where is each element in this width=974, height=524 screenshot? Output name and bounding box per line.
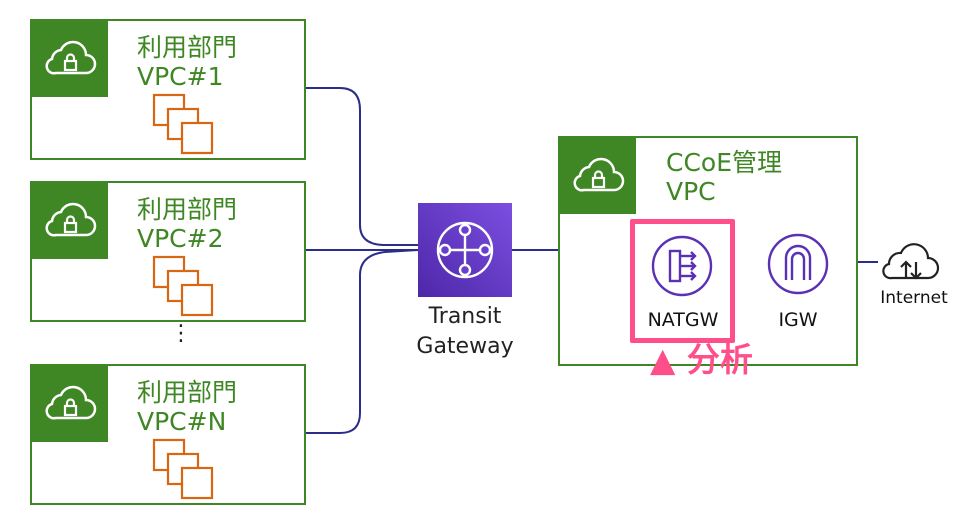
line-vpc1-tgw <box>306 87 418 246</box>
vpc-label: 利用部門 VPC#1 <box>137 33 237 91</box>
vpc-badge <box>32 21 108 97</box>
subnet-instances-icon <box>152 438 214 500</box>
ccoe-vpc-label: CCoE管理 VPC <box>666 148 782 206</box>
line-vpcn-tgw <box>306 249 419 434</box>
vpc-box-n: 利用部門 VPC#N <box>30 364 306 505</box>
transit-gateway-hub-icon <box>436 221 494 279</box>
internet-label: Internet <box>880 288 948 308</box>
internet-gateway-icon <box>767 233 829 295</box>
vpc-label-line1: 利用部門 <box>137 378 238 407</box>
vpc-cloud-lock-icon <box>45 202 97 237</box>
tgw-label-line1: Transit <box>428 304 502 329</box>
natgw-label: NATGW <box>647 309 719 331</box>
subnet-instances-icon <box>152 255 214 317</box>
internet-cloud-icon <box>882 243 940 280</box>
vpc-label-line2: VPC#N <box>137 407 227 436</box>
more-vpcs-ellipsis: ⋮ <box>170 321 192 346</box>
vpc-label-line2: VPC#2 <box>137 224 224 253</box>
subnet-instances-icon <box>152 93 214 155</box>
vpc-label-line1: 利用部門 <box>137 33 238 62</box>
vpc-label-line2: VPC#1 <box>137 62 224 91</box>
vpc-cloud-lock-icon <box>45 40 97 75</box>
vpc-label-line1: 利用部門 <box>137 195 238 224</box>
vpc-badge <box>32 183 108 259</box>
vpc-cloud-lock-icon <box>45 385 97 420</box>
transit-gateway-label: Transit Gateway <box>405 302 525 362</box>
vpc-box-1: 利用部門 VPC#1 <box>30 19 306 160</box>
vpc-cloud-lock-icon <box>573 157 625 192</box>
igw-label: IGW <box>778 309 818 331</box>
ccoe-label-line1: CCoE管理 <box>666 148 783 177</box>
vpc-box-2: 利用部門 VPC#2 <box>30 181 306 322</box>
analysis-callout: ▲ 分析 <box>650 340 753 379</box>
nat-gateway-icon <box>651 235 713 297</box>
vpc-badge <box>32 366 108 442</box>
tgw-label-line2: Gateway <box>416 334 514 359</box>
vpc-label: 利用部門 VPC#2 <box>137 195 237 253</box>
natgw-highlight-box <box>630 219 735 343</box>
vpc-badge <box>560 138 636 214</box>
vpc-label: 利用部門 VPC#N <box>137 378 237 436</box>
transit-gateway-icon <box>418 203 512 297</box>
ccoe-label-line2: VPC <box>666 177 716 206</box>
